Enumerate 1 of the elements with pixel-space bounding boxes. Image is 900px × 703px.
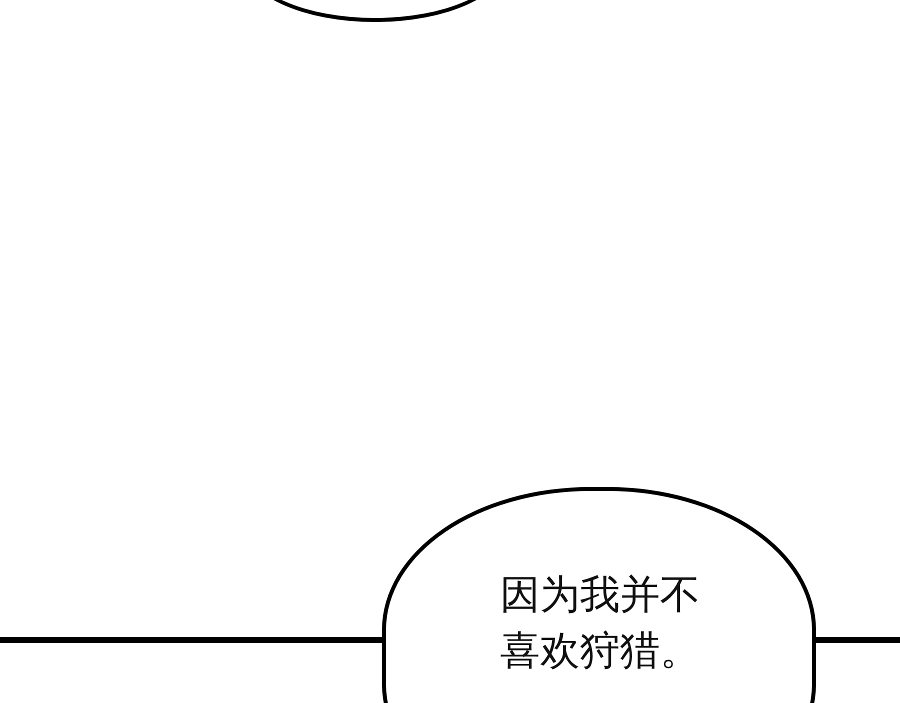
dialogue-text: 因为我并不喜欢狩猎。 <box>500 571 701 676</box>
